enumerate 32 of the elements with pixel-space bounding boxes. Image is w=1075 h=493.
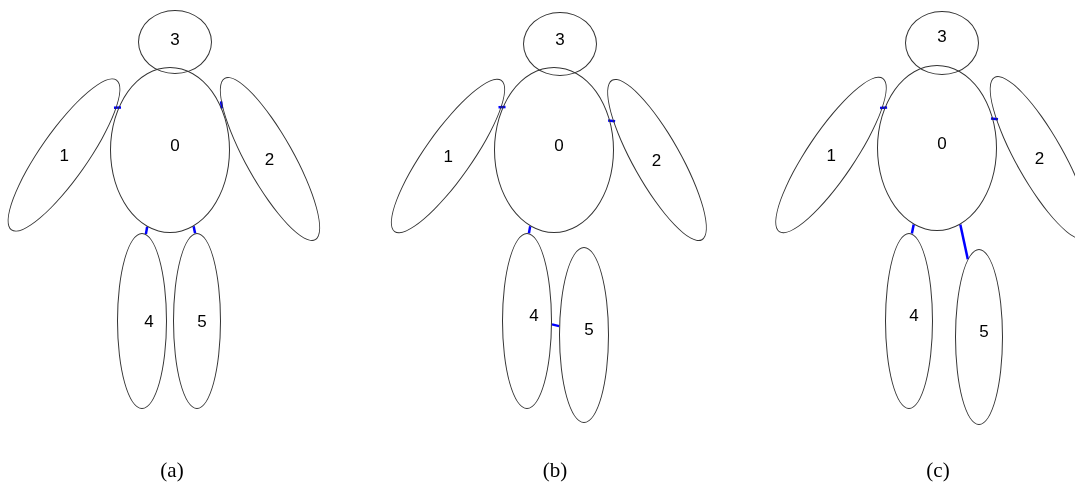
part-number: 0 (554, 136, 564, 154)
part-number: 1 (59, 146, 69, 164)
panel-caption: (c) (925, 458, 951, 483)
link-line (880, 106, 888, 110)
part-number: 5 (979, 322, 989, 340)
part-number: 0 (170, 136, 180, 154)
link-line (527, 225, 532, 234)
panel-caption: (b) (541, 458, 569, 483)
panel-caption: (a) (159, 458, 185, 483)
link-line (144, 226, 149, 235)
part-number: 5 (584, 320, 594, 338)
link-line (910, 224, 915, 234)
part-number: 1 (443, 147, 453, 165)
link-line (990, 117, 999, 121)
link-line (551, 323, 560, 328)
link-line (607, 119, 616, 123)
part-number: 2 (265, 150, 275, 168)
part-number: 3 (555, 30, 565, 48)
part-number: 3 (937, 27, 947, 45)
part-number: 4 (529, 306, 539, 324)
part-number: 2 (1035, 149, 1045, 167)
part-number: 4 (909, 306, 919, 324)
part-number: 5 (197, 312, 207, 330)
part-number: 1 (826, 146, 836, 164)
part-number: 2 (652, 151, 662, 169)
link-line (192, 226, 197, 234)
part-number: 4 (144, 312, 154, 330)
part-number: 3 (170, 30, 180, 48)
part-number: 0 (937, 134, 947, 152)
link-line (113, 106, 122, 110)
link-line (959, 224, 970, 260)
link-line (498, 105, 506, 109)
